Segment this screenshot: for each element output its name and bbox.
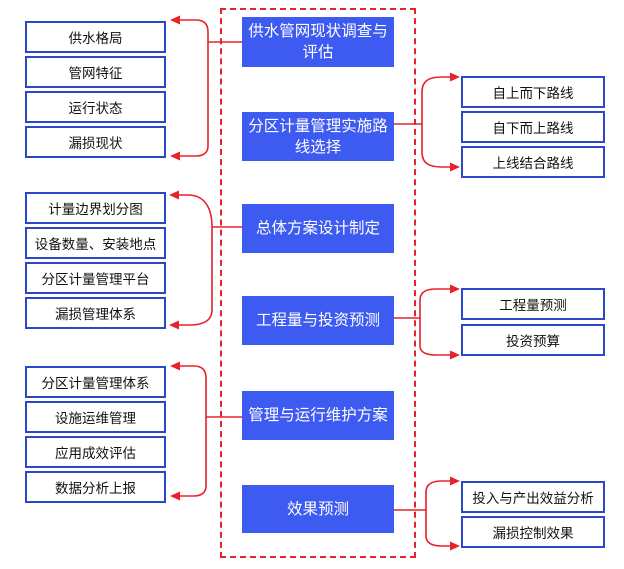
left-item-supply-pattern: 供水格局 <box>25 21 166 53</box>
left-item-data-reporting: 数据分析上报 <box>25 471 166 503</box>
right-item-bottom-up: 自下而上路线 <box>461 111 605 143</box>
step-4-label: 工程量与投资预测 <box>255 311 380 329</box>
right-item-top-down: 自上而下路线 <box>461 76 605 108</box>
right-item-quantity-forecast: 工程量预测 <box>461 288 605 320</box>
left-item-facility-maintenance: 设施运维管理 <box>25 401 166 433</box>
left-item-effect-evaluation: 应用成效评估 <box>25 436 166 468</box>
left-item-network-features: 管网特征 <box>25 56 166 88</box>
left-item-boundary-map: 计量边界划分图 <box>25 192 166 224</box>
step-3-box: 总体方案设计制定 <box>242 204 394 253</box>
left-item-device-count: 设备数量、安装地点 <box>25 227 166 259</box>
step-5-label: 管理与运行维护方案 <box>248 406 388 424</box>
step-6-box: 效果预测 <box>242 485 394 533</box>
right-item-leakage-control: 漏损控制效果 <box>461 516 605 548</box>
process-frame <box>220 8 416 558</box>
step-1-label: 供水管网现状调查与评估 <box>248 22 388 61</box>
left-item-operating-status: 运行状态 <box>25 91 166 123</box>
left-item-management-system: 分区计量管理体系 <box>25 366 166 398</box>
left-item-leakage-status: 漏损现状 <box>25 126 166 158</box>
step-5-box: 管理与运行维护方案 <box>242 391 394 440</box>
left-item-leakage-system: 漏损管理体系 <box>25 297 166 329</box>
step-1-box: 供水管网现状调查与评估 <box>242 17 394 67</box>
step-3-label: 总体方案设计制定 <box>255 219 380 237</box>
right-item-combined: 上线结合路线 <box>461 146 605 178</box>
step-2-label: 分区计量管理实施路线选择 <box>248 116 388 156</box>
step-6-label: 效果预测 <box>286 499 349 518</box>
step-4-box: 工程量与投资预测 <box>242 296 394 345</box>
right-item-benefit-analysis: 投入与产出效益分析 <box>461 481 605 513</box>
left-item-metering-platform: 分区计量管理平台 <box>25 262 166 294</box>
right-item-investment-budget: 投资预算 <box>461 324 605 356</box>
step-2-box: 分区计量管理实施路线选择 <box>242 112 394 161</box>
